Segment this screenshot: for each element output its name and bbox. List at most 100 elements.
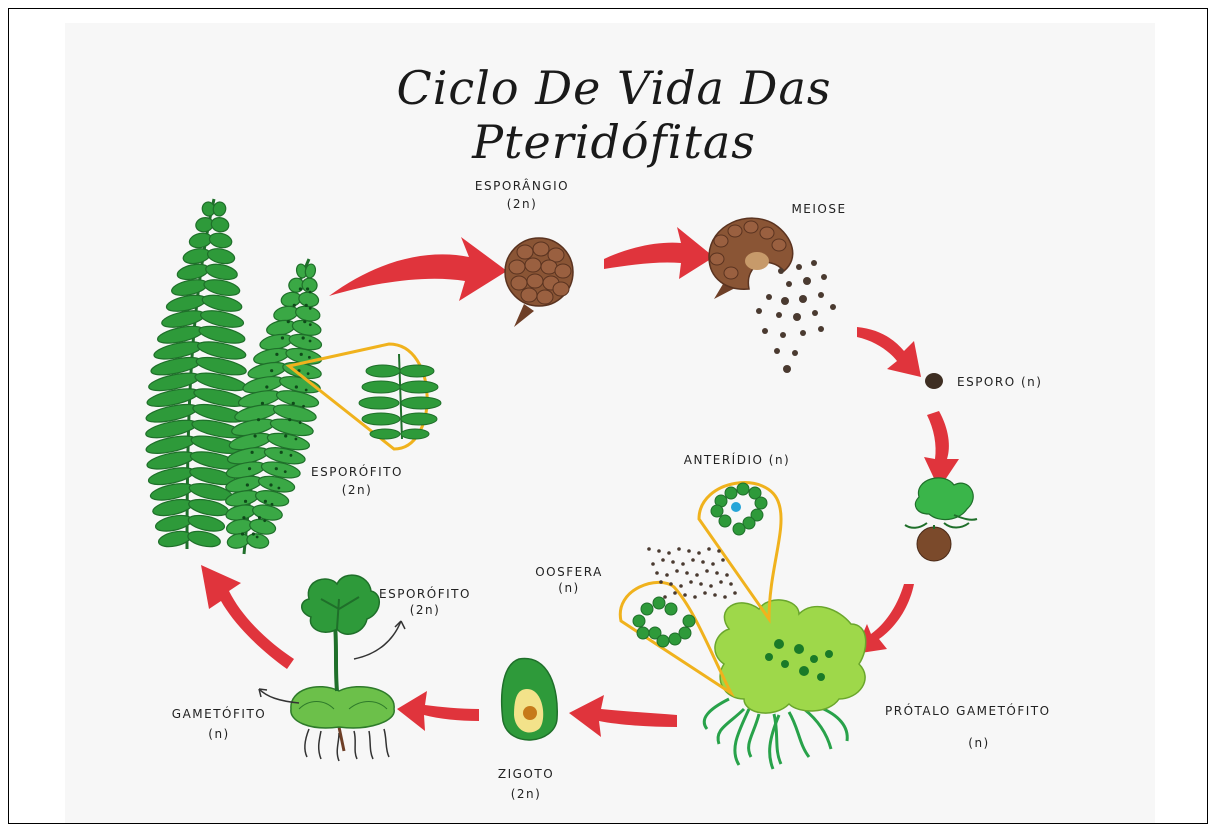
spore-dot [792, 350, 798, 356]
archegonium-cell [637, 627, 649, 639]
sperm-dot [717, 549, 721, 553]
sporangium [505, 238, 573, 327]
archegonia-dot [765, 653, 773, 661]
sorus-dot [303, 320, 306, 323]
sorus-dot [309, 291, 312, 294]
sperm-dot [725, 573, 729, 577]
sporangium-cell [553, 282, 569, 296]
spore-dot [783, 365, 791, 373]
sporangium-cell [537, 290, 553, 304]
sporangium-cell [760, 227, 774, 239]
sperm-dot [665, 573, 669, 577]
archegonium-cell [665, 603, 677, 615]
sporangium-cell [744, 221, 758, 233]
sperm-dot [673, 591, 677, 595]
sorus-dot [309, 307, 312, 310]
sporangium-cell [555, 264, 571, 278]
sperm-dot [683, 593, 687, 597]
spore-dot [793, 313, 801, 321]
archegonia-dot [810, 655, 818, 663]
fern-leaflet [208, 231, 233, 249]
label-gametofito: GAMETÓFITO [169, 707, 269, 721]
spore-dot [778, 268, 784, 274]
sporangium-cell [533, 242, 549, 256]
sorus-dot [299, 421, 302, 424]
sporangium-cell [509, 260, 525, 274]
sorus-dot [241, 532, 244, 535]
sorus-dot [252, 532, 255, 535]
sorus-dot [258, 516, 261, 519]
label-zigoto-ploidy: (2n) [491, 787, 561, 801]
sorus-dot [280, 451, 283, 454]
antheridium-cell [755, 497, 767, 509]
sporangium-cell [521, 288, 537, 302]
sporangium-cell [714, 235, 728, 247]
antheridium-cell [725, 487, 737, 499]
label-oosfera-ploidy: (n) [529, 581, 609, 595]
sorus-dot [277, 487, 280, 490]
zygote [502, 659, 558, 740]
sperm-dot [687, 549, 691, 553]
sperm-dot [659, 580, 663, 584]
antheridium-cell [719, 515, 731, 527]
sorus-dot [244, 500, 247, 503]
sporangium-cell [517, 245, 533, 259]
sperm-dot [671, 560, 675, 564]
sorus-dot [308, 356, 311, 359]
sorus-dot [270, 369, 273, 372]
label-zigoto: ZIGOTO [491, 767, 561, 781]
spore-dot [821, 274, 827, 280]
sorus-dot [269, 483, 272, 486]
label-anteridio: ANTERÍDIO (n) [677, 453, 797, 467]
diagram-title: Ciclo De Vida Das Pteridófitas [269, 61, 959, 169]
sorus-dot [246, 483, 249, 486]
sperm-dot [703, 591, 707, 595]
arrow-meiosis-to-spore [857, 327, 921, 377]
spore-dot [811, 260, 817, 266]
rhizoid [789, 712, 809, 757]
spore-dot [774, 348, 780, 354]
archegonia-dot [799, 666, 809, 676]
sorus-dot [299, 287, 302, 290]
sorus-dot [288, 418, 291, 421]
sorus-dot [305, 304, 308, 307]
sorus-dot [309, 340, 312, 343]
sperm-dot [707, 547, 711, 551]
meiosis-sporangium [709, 218, 836, 373]
fern-leaflet [176, 262, 210, 282]
sperm-dot [711, 562, 715, 566]
archegonia-dot [781, 660, 789, 668]
sporangium-cell [772, 239, 786, 251]
arrow-sporangium-to-meiosis [604, 227, 714, 279]
spore-dot [786, 281, 792, 287]
sperm-dot [699, 582, 703, 586]
sporangium-cell [511, 276, 527, 290]
sperm-dot [675, 569, 679, 573]
sorus-dot [251, 451, 254, 454]
sperm-dot [685, 571, 689, 575]
rhizoid [819, 707, 847, 741]
sperm-dot [677, 547, 681, 551]
spore-dot [766, 294, 772, 300]
antheridium-magnifier [699, 483, 781, 619]
archegonia-dot [817, 673, 825, 681]
sorus-dot [307, 372, 310, 375]
sperm-dot [691, 558, 695, 562]
archegonia-dot [774, 639, 784, 649]
archegonia-dot [825, 650, 833, 658]
sperm-dot [713, 593, 717, 597]
germinating-spore [905, 478, 977, 561]
label-esporofito-young-ploidy: (2n) [375, 603, 475, 617]
arrow-fern-to-sporangium [329, 237, 507, 301]
arrow-spore-to-germination [924, 411, 959, 489]
sperm-dot [663, 595, 667, 599]
sperm-dot [681, 562, 685, 566]
sorus-dot [292, 402, 295, 405]
spore-dot [780, 332, 786, 338]
rhizoid [804, 709, 831, 749]
label-esporangio-ploidy: (2n) [457, 197, 587, 211]
sperm-dot [729, 582, 733, 586]
fern-leaflet [206, 246, 236, 265]
antheridium-cell [737, 483, 749, 495]
label-esporangio: ESPORÂNGIO [457, 179, 587, 193]
